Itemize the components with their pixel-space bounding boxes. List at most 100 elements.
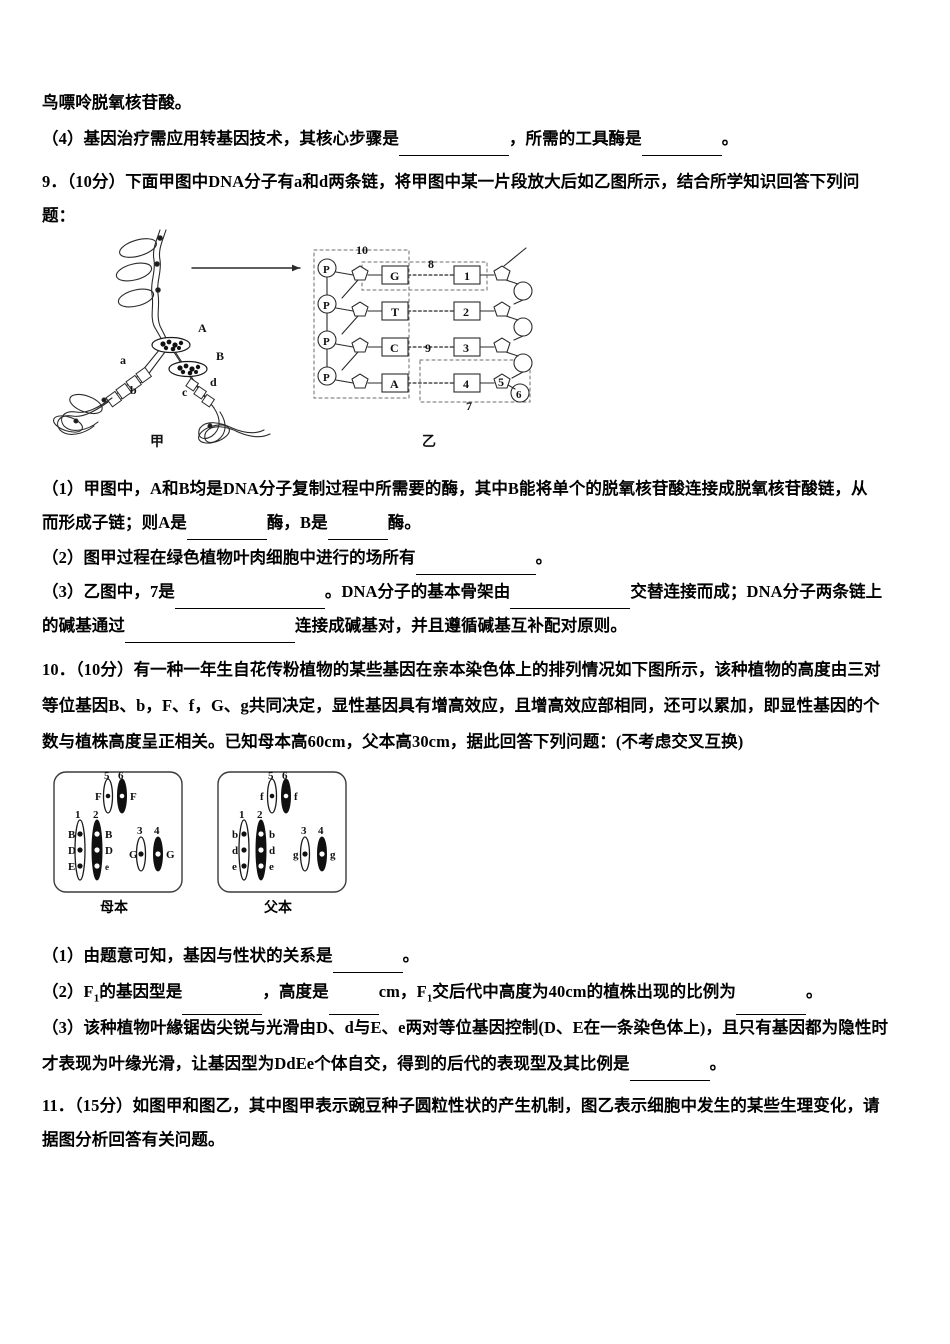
answer-blank[interactable]: [174, 593, 325, 609]
q10-sub3-line2: 才表现为叶缘光滑，让基因型为DdEe个体自交，得到的后代的表现型及其比例是 。: [42, 1047, 908, 1081]
q11-heading-text-a: 如图甲和图乙，其中图甲表示豌豆种子圆粒性状的产生机制，图乙表示细胞中发生的某些生…: [132, 1096, 880, 1115]
answer-blank[interactable]: [332, 957, 403, 973]
q9-sub2-text-a: （2）图甲过程在绿色植物叶肉细胞中进行的场所有: [42, 548, 416, 567]
q9-sub1-text-d: 酶。: [387, 513, 421, 532]
carryover-text: 鸟嘌呤脱氧核苷酸。: [42, 93, 192, 112]
mother-gene-G-right: G: [166, 849, 175, 861]
answer-blank[interactable]: [398, 140, 509, 156]
q10-number: 10．: [42, 660, 76, 679]
father-gene-b-left: b: [232, 829, 238, 841]
answer-blank[interactable]: [629, 1065, 710, 1081]
mother-chr-num-3: 3: [137, 825, 143, 837]
q11-heading-text-b: 据图分析回答有关问题。: [42, 1130, 225, 1149]
q10-score: （10分）: [75, 660, 134, 679]
q9-sub3-text-d: 的碱基通过: [42, 616, 125, 635]
q11-heading-line2: 据图分析回答有关问题。: [42, 1123, 908, 1157]
answer-blank[interactable]: [125, 627, 295, 643]
q10-sub2-text-e: 交后代中高度为40cm的植株出现的比例为: [432, 982, 736, 1001]
node-label-6: 6: [516, 389, 522, 401]
father-gene-b-right: b: [269, 829, 275, 841]
mother-gene-D-right: D: [105, 845, 113, 857]
answer-blank[interactable]: [641, 140, 722, 156]
q9-number: 9．: [42, 172, 67, 191]
fork-label-B: B: [216, 349, 224, 363]
carryover-line: 鸟嘌呤脱氧核苷酸。: [42, 86, 908, 120]
mother-gene-G-left: G: [129, 849, 138, 861]
phosphate-label: P: [323, 300, 330, 312]
father-gene-g-left: g: [293, 849, 299, 861]
father-box: [217, 771, 347, 893]
caption-yi: 乙: [422, 434, 436, 450]
answer-blank[interactable]: [186, 524, 267, 540]
chromosome-figure: 5 6 1 2 3 4 F F B D E B D e G G 5 6 1: [50, 768, 370, 923]
mother-caption: 母本: [100, 899, 129, 916]
answer-blank[interactable]: [327, 524, 388, 540]
box-label-8: 8: [428, 257, 434, 271]
q9-heading-text-cont: 题：: [42, 206, 76, 225]
q10-sub1-text-b: 。: [402, 946, 420, 965]
mother-gene-E-left: E: [68, 861, 75, 873]
q9-sub3-text-a: （3）乙图中，7是: [42, 582, 175, 601]
mother-box: [53, 771, 183, 893]
q9-sub3-line1: （3）乙图中，7是。DNA分子的基本骨架由交替连接而成；DNA分子两条链上: [42, 575, 908, 609]
mother-chr-num-2: 2: [93, 809, 99, 821]
father-gene-g-right: g: [330, 849, 336, 861]
base-right-2: 2: [463, 305, 469, 319]
father-gene-d-left: d: [232, 845, 238, 857]
father-chr-num-3: 3: [301, 825, 307, 837]
base-left-1: G: [390, 269, 399, 283]
box-label-9: 9: [425, 341, 431, 355]
base-right-3: 3: [463, 341, 469, 355]
q8-sub4-text-b: ，所需的工具酶是: [508, 129, 642, 148]
dna-figure: A B a b c d 甲 乙 P P P P G T C A 1: [42, 228, 602, 463]
fork-label-b: b: [130, 383, 137, 397]
answer-blank[interactable]: [510, 593, 631, 609]
answer-blank[interactable]: [415, 559, 536, 575]
box-label-10: 10: [356, 243, 368, 257]
q10-sub3-text-a: （3）该种植物叶緣锯齿尖锐与光滑由D、d与E、e两对等位基因控制(D、E在一条染…: [42, 1018, 889, 1037]
q10-sub3-text-b: 才表现为叶缘光滑，让基因型为DdEe个体自交，得到的后代的表现型及其比例是: [42, 1054, 630, 1073]
q10-heading-line3: 数与植株高度呈正相关。已知母本高60cm，父本高30cm，据此回答下列问题：(不…: [42, 725, 908, 759]
father-caption: 父本: [263, 899, 293, 916]
mother-gene-e-right: e: [105, 862, 109, 872]
father-gene-e-left: e: [232, 861, 237, 873]
q11-number: 11．: [42, 1096, 75, 1115]
mother-gene-F-left: F: [95, 791, 102, 803]
base-left-3: C: [390, 341, 399, 355]
q10-heading-line2: 等位基因B、b，F、f，G、g共同决定，显性基因具有增高效应，且增高效应部相同，…: [42, 689, 908, 723]
q10-sub3-text-c: 。: [709, 1054, 727, 1073]
q9-sub1-line2: 而形成子链；则A是酶，B是酶。: [42, 506, 908, 540]
base-right-4: 4: [463, 377, 469, 391]
phosphate-label: P: [323, 336, 330, 348]
base-left-2: T: [391, 305, 399, 319]
q10-heading-line1: 10．（10分）有一种一年生自花传粉植物的某些基因在亲本染色体上的排列情况如下图…: [42, 653, 908, 687]
answer-blank[interactable]: [736, 999, 806, 1016]
father-gene-d-right: d: [269, 845, 275, 857]
q10-sub1-text-a: （1）由题意可知，基因与性状的关系是: [42, 946, 333, 965]
q9-heading-line2: 题：: [42, 199, 908, 233]
phosphate-label: P: [323, 264, 330, 276]
fork-label-d: d: [210, 375, 217, 389]
fork-label-c: c: [182, 385, 188, 399]
q8-sub4-text-a: （4）基因治疗需应用转基因技术，其核心步骤是: [42, 129, 399, 148]
q9-sub2-line: （2）图甲过程在绿色植物叶肉细胞中进行的场所有 。: [42, 541, 908, 575]
mother-gene-F-right: F: [130, 791, 137, 803]
father-chr-num-5: 5: [268, 770, 274, 782]
f1-subscript: 1: [93, 992, 100, 1005]
answer-blank[interactable]: [182, 999, 263, 1016]
fork-label-A: A: [198, 321, 207, 335]
q10-sub2-text-f: 。: [806, 982, 823, 1001]
mother-gene-D-left: D: [68, 845, 76, 857]
mother-chr-num-1: 1: [75, 809, 81, 821]
q10-heading-text-c: 数与植株高度呈正相关。已知母本高60cm，父本高30cm，据此回答下列问题：(不…: [42, 732, 744, 751]
q9-sub2-text-b: 。: [535, 548, 553, 567]
answer-blank[interactable]: [328, 999, 379, 1016]
node-label-5: 5: [498, 375, 504, 389]
base-right-1: 1: [464, 269, 470, 283]
father-gene-e-right: e: [269, 861, 274, 873]
q10-sub2-text-b: 的基因型是: [99, 982, 183, 1001]
q11-score: （15分）: [74, 1096, 133, 1115]
q10-heading-text-b: 等位基因B、b，F、f，G、g共同决定，显性基因具有增高效应，且增高效应部相同，…: [42, 696, 880, 715]
